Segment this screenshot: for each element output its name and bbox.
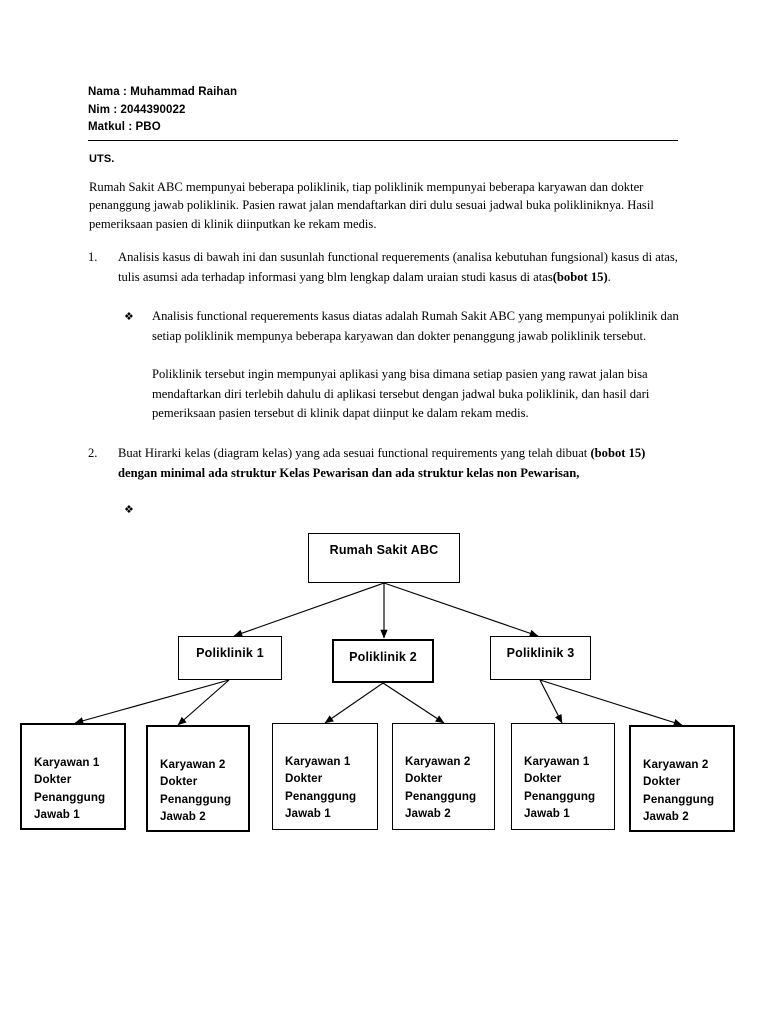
node-staff-5-label: Karyawan 1 Dokter Penanggung Jawab 1 (524, 754, 596, 821)
diagram-connectors (74, 582, 683, 727)
edge-clinic-2-to-staff-3 (324, 682, 384, 724)
edge-clinic-3-to-staff-5 (539, 679, 563, 724)
answer-continuation-paragraph: Poliklinik tersebut ingin mempunyai apli… (152, 367, 650, 421)
node-staff-6-label: Karyawan 2 Dokter Penanggung Jawab 2 (643, 757, 715, 824)
node-staff-4-label: Karyawan 2 Dokter Penanggung Jawab 2 (405, 754, 477, 821)
exam-label: UTS. (89, 153, 115, 165)
node-rumah-sakit-abc-label: Rumah Sakit ABC (329, 543, 439, 557)
question-1-weight: (bobot 15) (552, 269, 608, 284)
question-1-marker: 1. (88, 250, 98, 264)
node-staff-1[interactable]: Karyawan 1 Dokter Penanggung Jawab 1 (20, 723, 126, 830)
edge-root-to-clinic-3 (383, 582, 539, 637)
answer-bullet-1: ❖ Analisis functional requerements kasus… (124, 307, 680, 346)
edge-clinic-2-to-staff-4 (382, 682, 445, 724)
node-poliklinik-1-label: Poliklinik 1 (196, 646, 264, 660)
student-info-header: Nama : Muhammad Raihan Nim : 2044390022 … (88, 84, 680, 137)
class-hierarchy-diagram: Rumah Sakit ABC Poliklinik 1 Poliklinik … (0, 520, 768, 850)
node-staff-2[interactable]: Karyawan 2 Dokter Penanggung Jawab 2 (146, 725, 250, 832)
question-2-marker: 2. (88, 446, 98, 460)
student-name-line: Nama : Muhammad Raihan (88, 86, 238, 98)
student-subject-line: Matkul : PBO (88, 121, 161, 133)
node-poliklinik-2[interactable]: Poliklinik 2 (332, 639, 434, 683)
node-staff-4[interactable]: Karyawan 2 Dokter Penanggung Jawab 2 (392, 723, 495, 830)
question-1-text: Analisis kasus di bawah ini dan susunlah… (118, 248, 678, 287)
student-nim-line: Nim : 2044390022 (88, 103, 186, 116)
node-rumah-sakit-abc[interactable]: Rumah Sakit ABC (308, 533, 460, 583)
node-poliklinik-3[interactable]: Poliklinik 3 (490, 636, 591, 680)
edge-clinic-3-to-staff-6 (539, 679, 683, 727)
question-item-2: 2. Buat Hirarki kelas (diagram kelas) ya… (88, 444, 678, 483)
node-poliklinik-3-label: Poliklinik 3 (506, 646, 575, 660)
edge-clinic-1-to-staff-2 (177, 679, 230, 726)
question-2-text: Buat Hirarki kelas (diagram kelas) yang … (118, 444, 678, 483)
node-poliklinik-1[interactable]: Poliklinik 1 (178, 636, 282, 680)
diamond-bullet-icon: ❖ (124, 310, 134, 323)
edge-root-to-clinic-1 (233, 582, 385, 637)
question-2-bold: (bobot 15) dengan minimal ada struktur K… (118, 446, 646, 480)
edge-clinic-1-to-staff-1 (74, 679, 230, 725)
answer-bullet-1-text: Analisis functional requerements kasus d… (152, 309, 679, 343)
case-intro-paragraph: Rumah Sakit ABC mempunyai beberapa polik… (89, 180, 654, 231)
diamond-bullet-icon: ❖ (124, 503, 134, 516)
question-2-text-plain: Buat Hirarki kelas (diagram kelas) yang … (118, 446, 591, 460)
question-item-1: 1. Analisis kasus di bawah ini dan susun… (88, 248, 678, 287)
header-divider (88, 140, 678, 141)
question-1-text-plain: Analisis kasus di bawah ini dan susunlah… (118, 250, 678, 284)
node-staff-3-label: Karyawan 1 Dokter Penanggung Jawab 1 (285, 754, 357, 821)
question-1-text-tail: . (607, 269, 611, 284)
node-staff-1-label: Karyawan 1 Dokter Penanggung Jawab 1 (34, 755, 106, 822)
node-staff-3[interactable]: Karyawan 1 Dokter Penanggung Jawab 1 (272, 723, 378, 830)
node-staff-5[interactable]: Karyawan 1 Dokter Penanggung Jawab 1 (511, 723, 615, 830)
node-staff-6[interactable]: Karyawan 2 Dokter Penanggung Jawab 2 (629, 725, 735, 832)
node-poliklinik-2-label: Poliklinik 2 (349, 650, 417, 664)
node-staff-2-label: Karyawan 2 Dokter Penanggung Jawab 2 (160, 757, 232, 824)
